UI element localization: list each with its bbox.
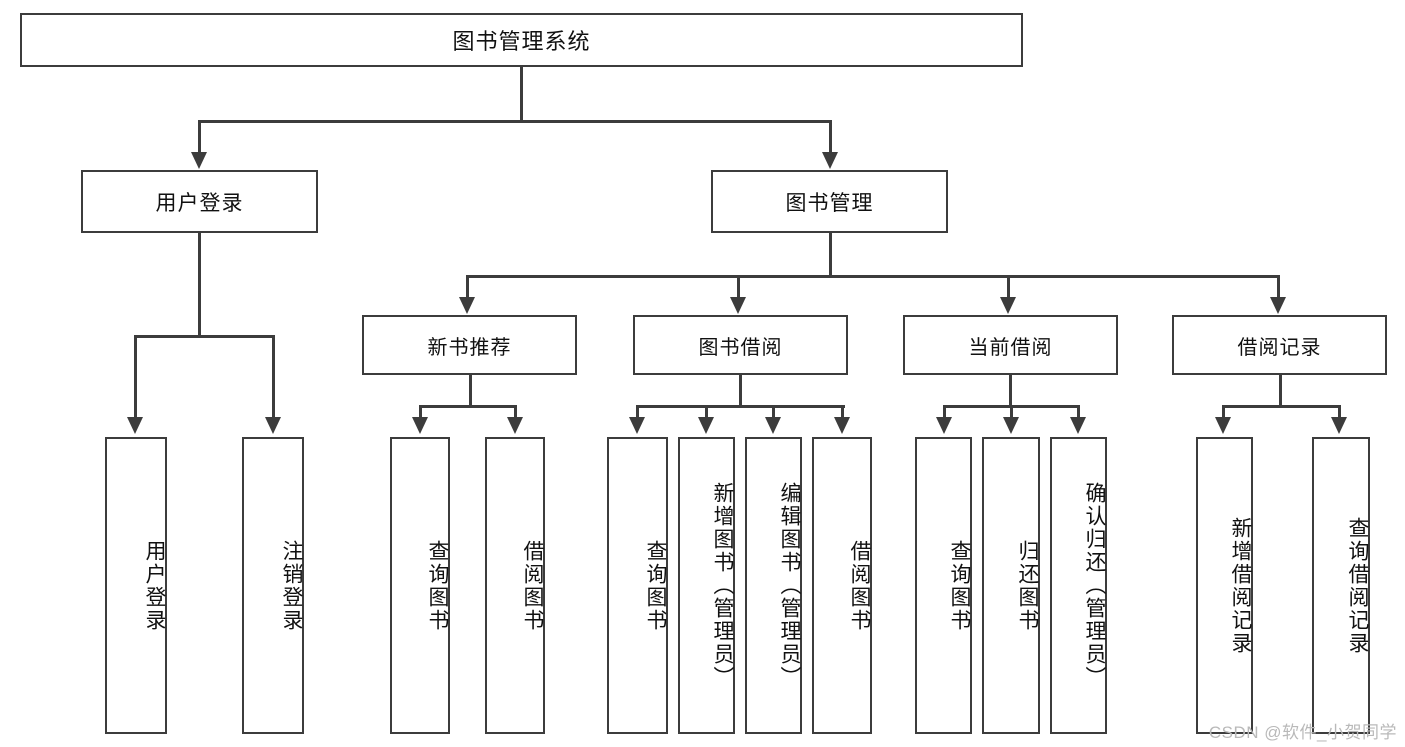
node-label: 查询图书 xyxy=(426,539,449,632)
edge-nbr-to-leaf-1 xyxy=(419,405,422,419)
edge-user-login-stem xyxy=(198,233,201,335)
edge-root-stem xyxy=(520,67,523,120)
arrowhead-cb-to-leaf-1 xyxy=(936,417,952,434)
leaf-nbr-borrow-books[interactable]: 借阅图书 xyxy=(485,437,545,734)
node-label: 确认归还（管理员） xyxy=(1083,482,1106,689)
edge-bm-to-borrow-record xyxy=(1277,275,1280,300)
node-label: 用户登录 xyxy=(143,539,166,632)
node-new-book-recommend[interactable]: 新书推荐 xyxy=(362,315,577,375)
leaf-cb-confirm-return-admin[interactable]: 确认归还（管理员） xyxy=(1050,437,1107,734)
edge-book-borrow-stem xyxy=(739,375,742,405)
node-label: 注销登录 xyxy=(280,539,303,632)
leaf-cb-query-books[interactable]: 查询图书 xyxy=(915,437,972,734)
edge-bb-to-leaf-3 xyxy=(772,405,775,419)
leaf-logout[interactable]: 注销登录 xyxy=(242,437,304,734)
arrowhead-bb-to-leaf-3 xyxy=(765,417,781,434)
edge-bm-to-current-borrow xyxy=(1007,275,1010,300)
node-book-management[interactable]: 图书管理 xyxy=(711,170,948,233)
edge-nbr-to-leaf-2 xyxy=(514,405,517,419)
node-label: 图书管理 xyxy=(785,191,874,215)
node-label: 借阅图书 xyxy=(521,539,544,632)
edge-br-to-leaf-1 xyxy=(1222,405,1225,419)
node-borrow-record[interactable]: 借阅记录 xyxy=(1172,315,1387,375)
edge-borrow-record-bus xyxy=(1222,405,1341,408)
arrowhead-cb-to-leaf-2 xyxy=(1003,417,1019,434)
node-user-login[interactable]: 用户登录 xyxy=(81,170,318,233)
csdn-watermark: CSDN @软件_小贺同学 xyxy=(1208,723,1397,742)
edge-br-to-leaf-2 xyxy=(1338,405,1341,419)
arrowhead-user-login-to-leaf-logout xyxy=(265,417,281,434)
node-label: 查询图书 xyxy=(948,539,971,632)
arrowhead-nbr-to-leaf-1 xyxy=(412,417,428,434)
edge-cb-to-leaf-3 xyxy=(1077,405,1080,419)
edge-cb-to-leaf-2 xyxy=(1010,405,1013,419)
node-label: 新增图书（管理员） xyxy=(711,482,734,689)
arrowhead-user-login-to-leaf-login xyxy=(127,417,143,434)
node-label: 图书借阅 xyxy=(698,336,783,359)
edge-user-login-bus xyxy=(134,335,275,338)
edge-root-bus xyxy=(198,120,832,123)
leaf-nbr-query-books[interactable]: 查询图书 xyxy=(390,437,450,734)
edge-bb-to-leaf-2 xyxy=(705,405,708,419)
node-label: 编辑图书（管理员） xyxy=(778,482,801,689)
node-label: 新增借阅记录 xyxy=(1229,516,1252,655)
node-label: 查询借阅记录 xyxy=(1346,516,1369,655)
edge-bb-to-leaf-4 xyxy=(841,405,844,419)
node-book-borrow[interactable]: 图书借阅 xyxy=(633,315,848,375)
edge-current-borrow-stem xyxy=(1009,375,1012,405)
edge-bb-to-leaf-1 xyxy=(636,405,639,419)
leaf-bb-edit-book-admin[interactable]: 编辑图书（管理员） xyxy=(745,437,802,734)
arrowhead-root-to-book-management xyxy=(822,152,838,169)
arrowhead-root-to-user-login xyxy=(191,152,207,169)
leaf-bb-borrow-books[interactable]: 借阅图书 xyxy=(812,437,872,734)
node-label: 借阅记录 xyxy=(1237,336,1322,359)
arrowhead-br-to-leaf-2 xyxy=(1331,417,1347,434)
edge-bm-to-book-borrow xyxy=(737,275,740,300)
arrowhead-cb-to-leaf-3 xyxy=(1070,417,1086,434)
arrowhead-bm-to-borrow-record xyxy=(1270,297,1286,314)
edge-user-login-to-leaf-login xyxy=(134,335,137,419)
edge-new-book-recommend-bus xyxy=(419,405,517,408)
edge-cb-to-leaf-1 xyxy=(943,405,946,419)
leaf-cb-return-books[interactable]: 归还图书 xyxy=(982,437,1040,734)
arrowhead-br-to-leaf-1 xyxy=(1215,417,1231,434)
edge-book-management-bus xyxy=(466,275,1280,278)
leaf-br-add-record[interactable]: 新增借阅记录 xyxy=(1196,437,1253,734)
leaf-br-query-record[interactable]: 查询借阅记录 xyxy=(1312,437,1370,734)
leaf-bb-add-book-admin[interactable]: 新增图书（管理员） xyxy=(678,437,735,734)
arrowhead-bm-to-current-borrow xyxy=(1000,297,1016,314)
edge-user-login-to-leaf-logout xyxy=(272,335,275,419)
arrowhead-bm-to-book-borrow xyxy=(730,297,746,314)
edge-new-book-recommend-stem xyxy=(469,375,472,405)
node-current-borrow[interactable]: 当前借阅 xyxy=(903,315,1118,375)
leaf-user-login[interactable]: 用户登录 xyxy=(105,437,167,734)
node-label: 查询图书 xyxy=(644,539,667,632)
arrowhead-bb-to-leaf-1 xyxy=(629,417,645,434)
arrowhead-bm-to-new-book-recommend xyxy=(459,297,475,314)
arrowhead-bb-to-leaf-4 xyxy=(834,417,850,434)
leaf-bb-query-books[interactable]: 查询图书 xyxy=(607,437,668,734)
node-label: 归还图书 xyxy=(1016,539,1039,632)
node-label: 新书推荐 xyxy=(427,336,512,359)
node-label: 当前借阅 xyxy=(968,336,1053,359)
edge-root-to-book-management xyxy=(829,120,832,155)
node-label: 用户登录 xyxy=(155,191,244,215)
edge-book-management-stem xyxy=(829,233,832,275)
edge-root-to-user-login xyxy=(198,120,201,155)
arrowhead-bb-to-leaf-2 xyxy=(698,417,714,434)
node-root-book-management-system[interactable]: 图书管理系统 xyxy=(20,13,1023,67)
node-label: 借阅图书 xyxy=(848,539,871,632)
edge-borrow-record-stem xyxy=(1279,375,1282,405)
node-label: 图书管理系统 xyxy=(452,29,591,54)
arrowhead-nbr-to-leaf-2 xyxy=(507,417,523,434)
edge-bm-to-new-book-recommend xyxy=(466,275,469,300)
edge-book-borrow-bus xyxy=(636,405,845,408)
